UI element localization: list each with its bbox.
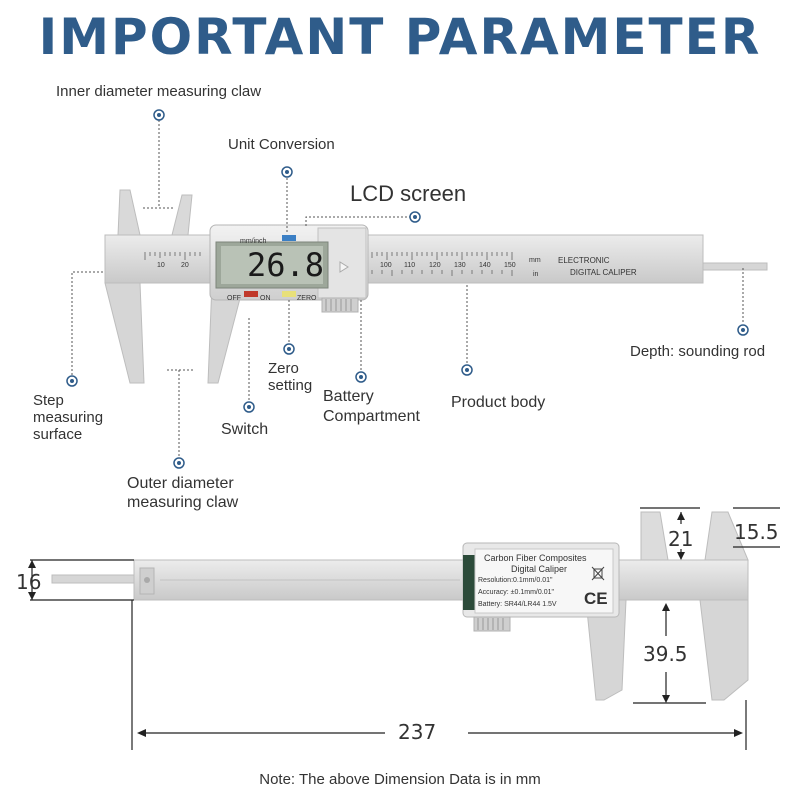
dim-rod-height: 16 xyxy=(16,570,42,594)
brand-line1: ELECTRONIC xyxy=(558,256,610,265)
unit-button-shape xyxy=(282,235,296,241)
zero-label: ZERO xyxy=(297,295,317,302)
scale-label: 120 xyxy=(429,262,441,269)
scale-label: 20 xyxy=(181,262,189,269)
bottom-fixed-inner-jaw xyxy=(640,511,669,561)
brand-line2: DIGITAL CALIPER xyxy=(570,268,637,277)
label-step-surface: Step measuring surface xyxy=(33,392,104,443)
scale-label: 140 xyxy=(479,262,491,269)
bottom-thumb-wheel xyxy=(473,616,511,632)
on-label: ON xyxy=(260,295,271,302)
on-button-shape xyxy=(244,291,258,297)
plate-line5: Battery: SR44/LR44 1.5V xyxy=(478,601,557,608)
label-zero-setting: Zero setting xyxy=(268,360,313,394)
dimension-arrows xyxy=(28,512,743,737)
unit-label: mm/inch xyxy=(240,238,267,245)
plate-line4: Accuracy: ±0.1mm/0.01" xyxy=(478,589,554,596)
plate-line3: Resolution:0.1mm/0.01" xyxy=(478,577,553,584)
arrow-indicator xyxy=(339,261,349,273)
scale-ticks xyxy=(144,252,513,276)
bottom-label-plate xyxy=(474,548,614,614)
plate-line2: Digital Caliper xyxy=(511,564,568,574)
callout-dots xyxy=(66,109,749,469)
dimension-lines xyxy=(30,507,780,750)
fixed-outer-jaw xyxy=(104,282,145,384)
scale-label: 110 xyxy=(404,262,416,269)
dim-outer-claw-length: 39.5 xyxy=(643,642,688,666)
main-beam xyxy=(104,234,704,284)
plate-line1: Carbon Fiber Composites xyxy=(484,553,587,563)
scale-label: 130 xyxy=(454,262,466,269)
lcd-screen xyxy=(221,246,323,284)
off-label: OFF xyxy=(227,295,241,302)
lcd-display-value: 26.8 xyxy=(247,246,325,284)
label-battery-compartment: Battery Compartment xyxy=(323,388,420,425)
slide-inner-jaw xyxy=(171,194,193,236)
scale-label: 100 xyxy=(380,262,392,269)
label-lcd-screen: LCD screen xyxy=(350,181,467,206)
label-depth-rod: Depth: sounding rod xyxy=(630,343,766,360)
page-title: IMPORTANT PARAMETER xyxy=(38,8,762,66)
thumb-wheel xyxy=(321,297,359,313)
depth-rod xyxy=(702,262,768,271)
scale-label: 10 xyxy=(157,262,165,269)
ce-mark: CE xyxy=(584,589,608,608)
label-inner-claw: Inner diameter measuring claw xyxy=(56,83,262,100)
bottom-fixed-outer-jaw xyxy=(699,599,749,701)
fixed-inner-jaw xyxy=(117,189,141,236)
callout-lines xyxy=(71,120,744,457)
dim-total-length: 237 xyxy=(398,720,437,744)
bottom-depth-rod xyxy=(51,574,135,584)
dim-inner-claw-height: 15.5 xyxy=(734,520,779,544)
label-switch: Switch xyxy=(221,421,269,438)
label-outer-claw: Outer diameter measuring claw xyxy=(127,475,239,511)
label-product-body: Product body xyxy=(451,394,546,411)
scale-label: 150 xyxy=(504,262,516,269)
mm-unit: mm xyxy=(529,257,541,264)
zero-button-shape xyxy=(282,291,296,297)
footnote: Note: The above Dimension Data is in mm xyxy=(259,771,541,788)
weee-bin-icon xyxy=(591,566,605,581)
label-unit-conversion: Unit Conversion xyxy=(228,136,335,153)
dim-claw-width: 21 xyxy=(668,527,694,551)
in-unit: in xyxy=(533,271,539,278)
